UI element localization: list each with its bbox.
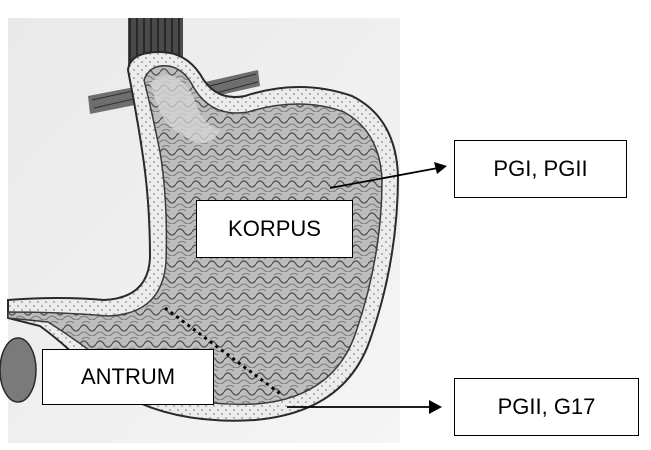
korpus-label: KORPUS: [196, 200, 353, 258]
antrum-label: ANTRUM: [42, 349, 214, 405]
duodenum-stub: [0, 338, 36, 402]
korpus-markers-label: PGI, PGII: [454, 140, 627, 198]
antrum-markers-label: PGII, G17: [454, 378, 639, 436]
